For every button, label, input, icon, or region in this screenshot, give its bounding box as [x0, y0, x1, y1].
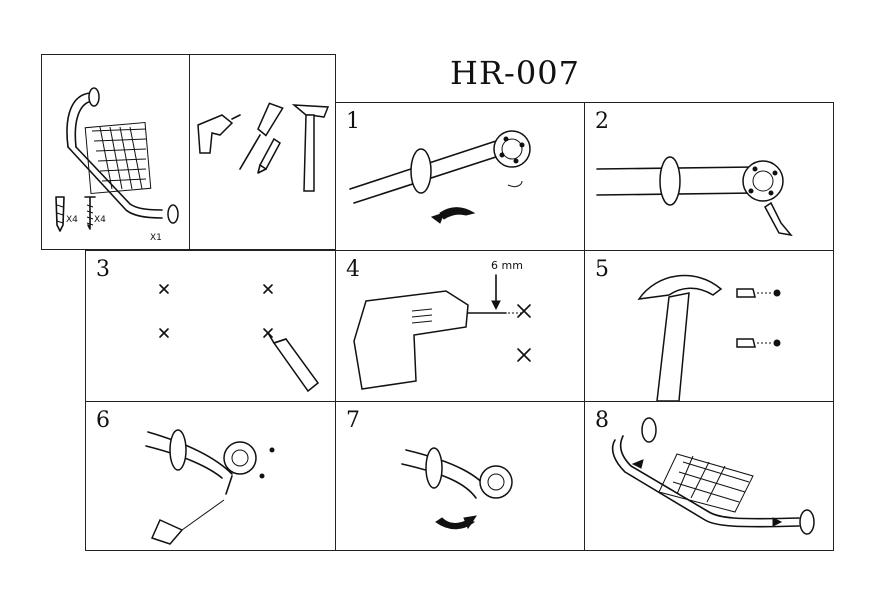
step-3-illustration: [159, 284, 320, 393]
step-6-illustration: [145, 429, 275, 545]
step-6-panel: 6: [85, 401, 336, 551]
tools-panel: [189, 54, 336, 250]
step-8-illustration: [611, 417, 815, 535]
step-3-panel: 3: [85, 250, 336, 402]
step-1-panel: 1: [335, 102, 585, 251]
pencil-icon: [257, 137, 281, 174]
anchor-quantity-label: X4: [66, 215, 78, 225]
step-number: 2: [595, 109, 609, 134]
grab-bar-basket-illustration: [66, 87, 179, 224]
hammer-icon: [291, 104, 330, 192]
step-4-illustration: [353, 274, 531, 390]
wall-anchor-icon: [55, 196, 65, 232]
rail-quantity-label: X1: [150, 233, 162, 243]
drill-bit-size-label: 6 mm: [491, 259, 523, 272]
step-2-panel: 2: [584, 102, 834, 251]
step-5-panel: 5: [584, 250, 834, 402]
step-1-illustration: [349, 130, 531, 224]
step-number: 5: [595, 257, 609, 282]
tools-illustration: [197, 102, 330, 192]
screw-quantity-label: X4: [94, 215, 106, 225]
step-2-illustration: [596, 156, 793, 237]
step-number: 8: [595, 408, 609, 433]
step-number: 4: [346, 257, 360, 282]
product-model-title: HR-007: [450, 54, 580, 92]
step-number: 1: [346, 109, 360, 134]
step-7-panel: 7: [335, 401, 585, 551]
power-drill-icon: [197, 114, 241, 154]
step-8-panel: 8: [584, 401, 834, 551]
step-7-illustration: [401, 447, 513, 530]
step-5-illustration: [637, 274, 781, 402]
step-number: 7: [346, 408, 360, 433]
parts-kit-panel: X4 X4 X1: [41, 54, 190, 250]
step-number: 3: [96, 257, 110, 282]
screwdriver-icon: [239, 102, 284, 170]
screw-icon: [84, 196, 96, 230]
step-4-panel: 4 6 mm: [335, 250, 585, 402]
step-number: 6: [96, 408, 110, 433]
